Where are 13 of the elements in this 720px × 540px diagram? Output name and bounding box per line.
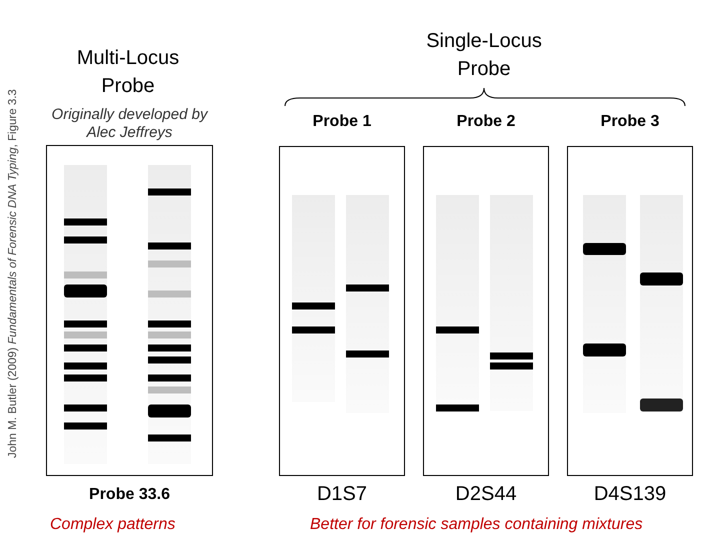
column-heading: Single-Locus Probe bbox=[425, 29, 543, 82]
probe-name: D2S44 bbox=[454, 483, 518, 506]
caption: Better for forensic samples containing mixtures bbox=[310, 516, 643, 534]
probe-label: Originally developed by Alec Jeffreys bbox=[50, 106, 210, 142]
probe-label: Probe 2 bbox=[456, 113, 516, 131]
source-citation: John M. Butler (2009) Fundamentals of Forensic DNA Typing, Figure 3.3 bbox=[7, 88, 19, 460]
probe-name: D1S7 bbox=[316, 483, 368, 506]
column-heading: Multi-Locus Probe bbox=[76, 46, 180, 99]
caption: Complex patterns bbox=[50, 516, 176, 534]
probe-label: Probe 3 bbox=[600, 113, 660, 131]
probe-name: D4S139 bbox=[592, 483, 668, 506]
probe-label: Probe 1 bbox=[312, 113, 372, 131]
probe-name: Probe 33.6 bbox=[88, 486, 171, 504]
